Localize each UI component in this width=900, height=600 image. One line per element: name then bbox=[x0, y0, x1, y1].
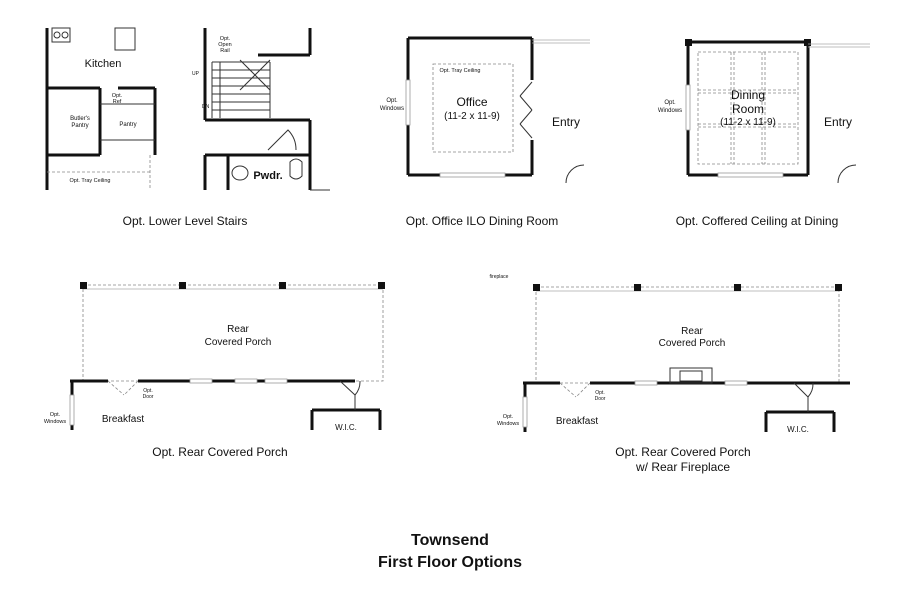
dining-windows-label-1: Opt. bbox=[664, 100, 676, 106]
office-entry-label: Entry bbox=[552, 115, 580, 129]
porch-opt-door-label-1: Opt. bbox=[143, 388, 152, 394]
opt-open-rail-label-1: Opt. bbox=[220, 36, 231, 42]
fp-opt-door-label-1: Opt. bbox=[595, 390, 604, 396]
opt-ref-label-2: Ref bbox=[113, 99, 122, 105]
caption-lower-level-stairs: Opt. Lower Level Stairs bbox=[122, 214, 248, 228]
porch-wic-label: W.I.C. bbox=[335, 423, 357, 432]
opt-open-rail-label-2: Open bbox=[218, 42, 231, 48]
plan-rear-porch-fireplace: fireplace Rear Covered Porch Opt. Door O… bbox=[490, 274, 850, 434]
fp-porch-label-2: Covered Porch bbox=[659, 338, 726, 349]
office-tray-ceiling-label: Opt. Tray Ceiling bbox=[440, 68, 481, 74]
opt-open-rail-label-3: Rail bbox=[220, 48, 229, 54]
fireplace-label: fireplace bbox=[490, 274, 509, 280]
plan-office-ilo-dining: Opt. Tray Ceiling Office (11-2 x 11-9) O… bbox=[380, 36, 590, 184]
fp-wic-label: W.I.C. bbox=[787, 425, 809, 434]
porch-label-1: Rear bbox=[227, 324, 249, 335]
caption-office-ilo-dining: Opt. Office ILO Dining Room bbox=[405, 214, 559, 228]
office-windows-label-2: Windows bbox=[380, 106, 404, 112]
dining-windows-label-2: Windows bbox=[658, 108, 682, 114]
sheet-subtitle: First Floor Options bbox=[378, 554, 522, 571]
office-label: Office bbox=[456, 95, 487, 109]
kitchen-label: Kitchen bbox=[85, 58, 122, 70]
fp-opt-door-label-2: Door bbox=[595, 396, 606, 402]
opt-ref-label-1: Opt. bbox=[112, 93, 123, 99]
dining-label-1: Dining bbox=[731, 88, 765, 102]
coffered-entry-label: Entry bbox=[824, 115, 852, 129]
caption-coffered-ceiling: Opt. Coffered Ceiling at Dining bbox=[675, 214, 839, 228]
butlers-pantry-label-2: Pantry bbox=[71, 123, 88, 129]
plan-lower-level-stairs: Kitchen Opt. Open Rail UP DN Opt. Ref Bu… bbox=[45, 27, 330, 191]
dining-dims-label: (11-2 x 11-9) bbox=[720, 117, 776, 128]
stair-dn-label: DN bbox=[202, 104, 210, 110]
fp-windows-label-1: Opt. bbox=[503, 414, 514, 420]
porch-breakfast-label: Breakfast bbox=[102, 414, 144, 425]
tray-ceiling-label: Opt. Tray Ceiling bbox=[70, 178, 111, 184]
fp-windows-label-2: Windows bbox=[497, 421, 520, 427]
plan-rear-covered-porch: Rear Covered Porch Opt. Door Opt. Window… bbox=[44, 282, 385, 432]
dining-label-2: Room bbox=[732, 102, 764, 116]
office-dims-label: (11-2 x 11-9) bbox=[444, 111, 500, 122]
office-windows-label-1: Opt. bbox=[386, 98, 398, 104]
porch-windows-label-2: Windows bbox=[44, 419, 67, 425]
pantry-label: Pantry bbox=[119, 122, 136, 128]
plan-coffered-ceiling: Dining Room (11-2 x 11-9) Opt. Windows E… bbox=[658, 39, 870, 184]
porch-label-2: Covered Porch bbox=[205, 337, 272, 348]
fp-porch-label-1: Rear bbox=[681, 326, 703, 337]
porch-opt-door-label-2: Door bbox=[143, 394, 154, 400]
caption-rear-covered-porch: Opt. Rear Covered Porch bbox=[152, 445, 288, 459]
stair-up-label: UP bbox=[192, 71, 200, 77]
caption-rear-porch-fireplace-1: Opt. Rear Covered Porch bbox=[615, 445, 751, 459]
pwdr-label: Pwdr. bbox=[253, 170, 282, 182]
caption-rear-porch-fireplace-2: w/ Rear Fireplace bbox=[635, 460, 731, 474]
fp-breakfast-label: Breakfast bbox=[556, 416, 598, 427]
porch-windows-label-1: Opt. bbox=[50, 412, 61, 418]
sheet-title: Townsend bbox=[411, 532, 489, 549]
butlers-pantry-label-1: Butler's bbox=[70, 116, 90, 122]
